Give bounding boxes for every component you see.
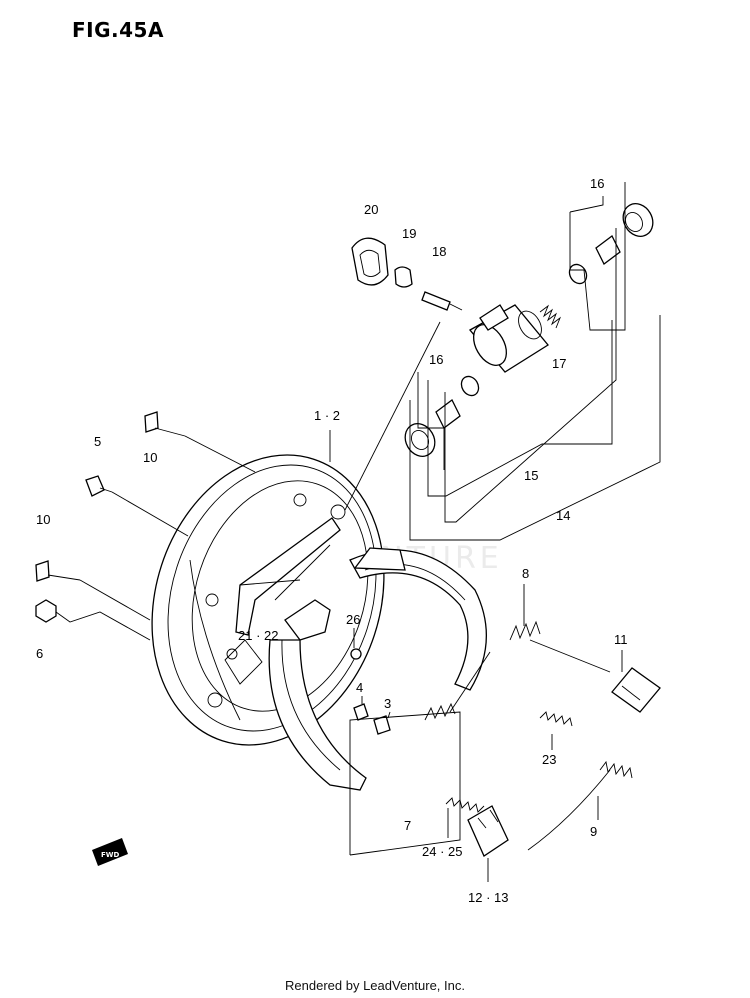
callout-19: 19 bbox=[402, 226, 416, 241]
bolt-5 bbox=[85, 475, 113, 497]
dust-cover-plate bbox=[351, 237, 389, 286]
callout-1-2: 1 · 2 bbox=[314, 408, 340, 423]
washer-4 bbox=[353, 703, 369, 721]
callout-26: 26 bbox=[346, 612, 360, 627]
cylinder-kit-upper bbox=[568, 203, 654, 285]
pin-26 bbox=[350, 648, 362, 660]
spring-24-25 bbox=[445, 797, 485, 813]
callout-5: 5 bbox=[94, 434, 101, 449]
callout-23: 23 bbox=[542, 752, 556, 767]
callout-10-lower: 10 bbox=[36, 512, 50, 527]
brake-shoe-front bbox=[268, 599, 367, 791]
callout-3: 3 bbox=[384, 696, 391, 711]
bleeder-screw bbox=[421, 291, 463, 311]
footer-credit: Rendered by LeadVenture, Inc. bbox=[285, 978, 465, 993]
callout-17: 17 bbox=[552, 356, 566, 371]
callout-14: 14 bbox=[556, 508, 570, 523]
nut-6 bbox=[35, 599, 57, 623]
callout-24-25: 24 · 25 bbox=[422, 844, 462, 859]
callout-11: 11 bbox=[614, 632, 628, 647]
callout-16-lower: 16 bbox=[429, 352, 443, 367]
callout-10-upper: 10 bbox=[143, 450, 157, 465]
hold-down-clip bbox=[467, 805, 509, 857]
cylinder-spring bbox=[539, 304, 562, 329]
callout-20: 20 bbox=[364, 202, 378, 217]
callout-6: 6 bbox=[36, 646, 43, 661]
shoe-spring bbox=[424, 702, 456, 721]
spring-23 bbox=[539, 711, 573, 727]
callout-18: 18 bbox=[432, 244, 446, 259]
callout-4: 4 bbox=[356, 680, 363, 695]
callout-12-13: 12 · 13 bbox=[468, 890, 508, 905]
spring-9 bbox=[527, 760, 633, 851]
figure-title: FIG.45A bbox=[72, 18, 164, 42]
bolt-lower bbox=[35, 560, 81, 582]
callout-9: 9 bbox=[590, 824, 597, 839]
callout-21-22: 21 · 22 bbox=[238, 628, 278, 643]
callout-7: 7 bbox=[404, 818, 411, 833]
cylinder-kit-lower bbox=[404, 375, 480, 457]
leader-lines bbox=[55, 182, 661, 882]
screw-3 bbox=[373, 715, 391, 735]
adjuster-clip bbox=[611, 667, 661, 713]
callout-8: 8 bbox=[522, 566, 529, 581]
fwd-label: FWD bbox=[101, 851, 120, 859]
callout-15: 15 bbox=[524, 468, 538, 483]
return-spring bbox=[509, 620, 541, 641]
bolt-upper bbox=[144, 411, 186, 437]
bleeder-cap bbox=[394, 266, 413, 288]
brake-shoe-rear bbox=[349, 547, 488, 691]
wheel-cylinder bbox=[468, 304, 549, 373]
parking-brake-lever bbox=[235, 517, 341, 636]
callout-16-upper: 16 bbox=[590, 176, 604, 191]
fwd-arrow-icon: FWD bbox=[92, 838, 128, 866]
